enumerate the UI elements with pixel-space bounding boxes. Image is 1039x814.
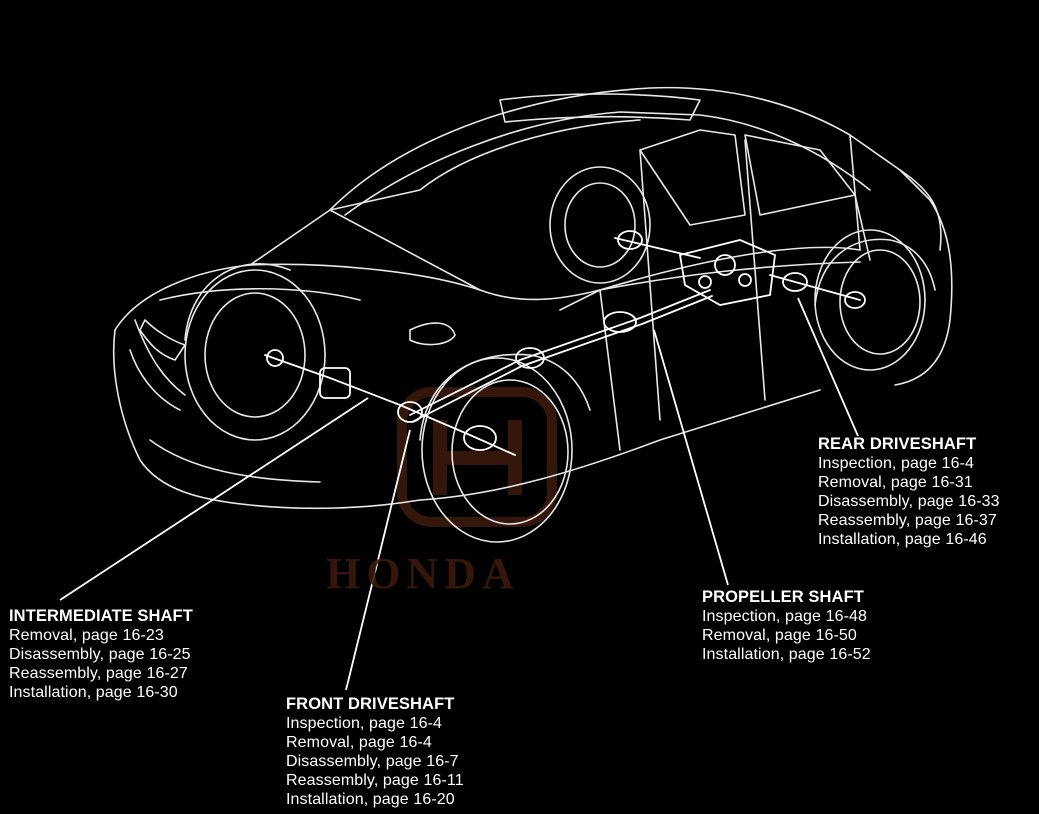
intermediate-shaft-leader <box>59 397 369 601</box>
callout-line: Inspection, page 16-48 <box>702 608 867 625</box>
callout-line: Disassembly, page 16-33 <box>818 493 1000 510</box>
intermediate-shaft-title: INTERMEDIATE SHAFT <box>9 607 193 625</box>
callout-line: Removal, page 16-50 <box>702 627 857 644</box>
honda-emblem-watermark <box>397 387 557 527</box>
car-body-outline <box>112 86 953 543</box>
callout-line: Installation, page 16-52 <box>702 646 871 663</box>
callout-line: Removal, page 16-23 <box>9 627 164 644</box>
callout-line: Removal, page 16-4 <box>286 734 432 751</box>
callout-line: Disassembly, page 16-7 <box>286 753 459 770</box>
rear-driveshaft-callout: REAR DRIVESHAFT Inspection, page 16-4 Re… <box>818 435 1000 549</box>
propeller-shaft-title: PROPELLER SHAFT <box>702 588 864 606</box>
callout-line: Reassembly, page 16-27 <box>9 665 188 682</box>
callout-line: Inspection, page 16-4 <box>818 455 974 472</box>
intermediate-shaft-callout: INTERMEDIATE SHAFT Removal, page 16-23 D… <box>9 607 193 702</box>
callout-line: Reassembly, page 16-37 <box>818 512 997 529</box>
rear-driveshaft-leader <box>797 297 859 437</box>
rear-driveshaft-title: REAR DRIVESHAFT <box>818 435 977 453</box>
front-driveshaft-title: FRONT DRIVESHAFT <box>286 695 455 713</box>
propeller-shaft-callout: PROPELLER SHAFT Inspection, page 16-48 R… <box>702 588 871 664</box>
callout-line: Installation, page 16-20 <box>286 791 455 808</box>
callout-line: Removal, page 16-31 <box>818 474 973 491</box>
propeller-shaft-leader <box>653 329 729 586</box>
callout-line: Installation, page 16-46 <box>818 531 987 548</box>
callout-line: Inspection, page 16-4 <box>286 715 442 732</box>
drivetrain-parts <box>264 230 866 456</box>
callout-line: Installation, page 16-30 <box>9 684 178 701</box>
front-driveshaft-callout: FRONT DRIVESHAFT Inspection, page 16-4 R… <box>286 695 464 809</box>
callout-line: Reassembly, page 16-11 <box>286 772 464 789</box>
callout-line: Disassembly, page 16-25 <box>9 646 191 663</box>
honda-watermark-text: HONDA <box>326 549 520 598</box>
front-driveshaft-leader <box>345 429 411 691</box>
leader-lines <box>59 297 859 691</box>
